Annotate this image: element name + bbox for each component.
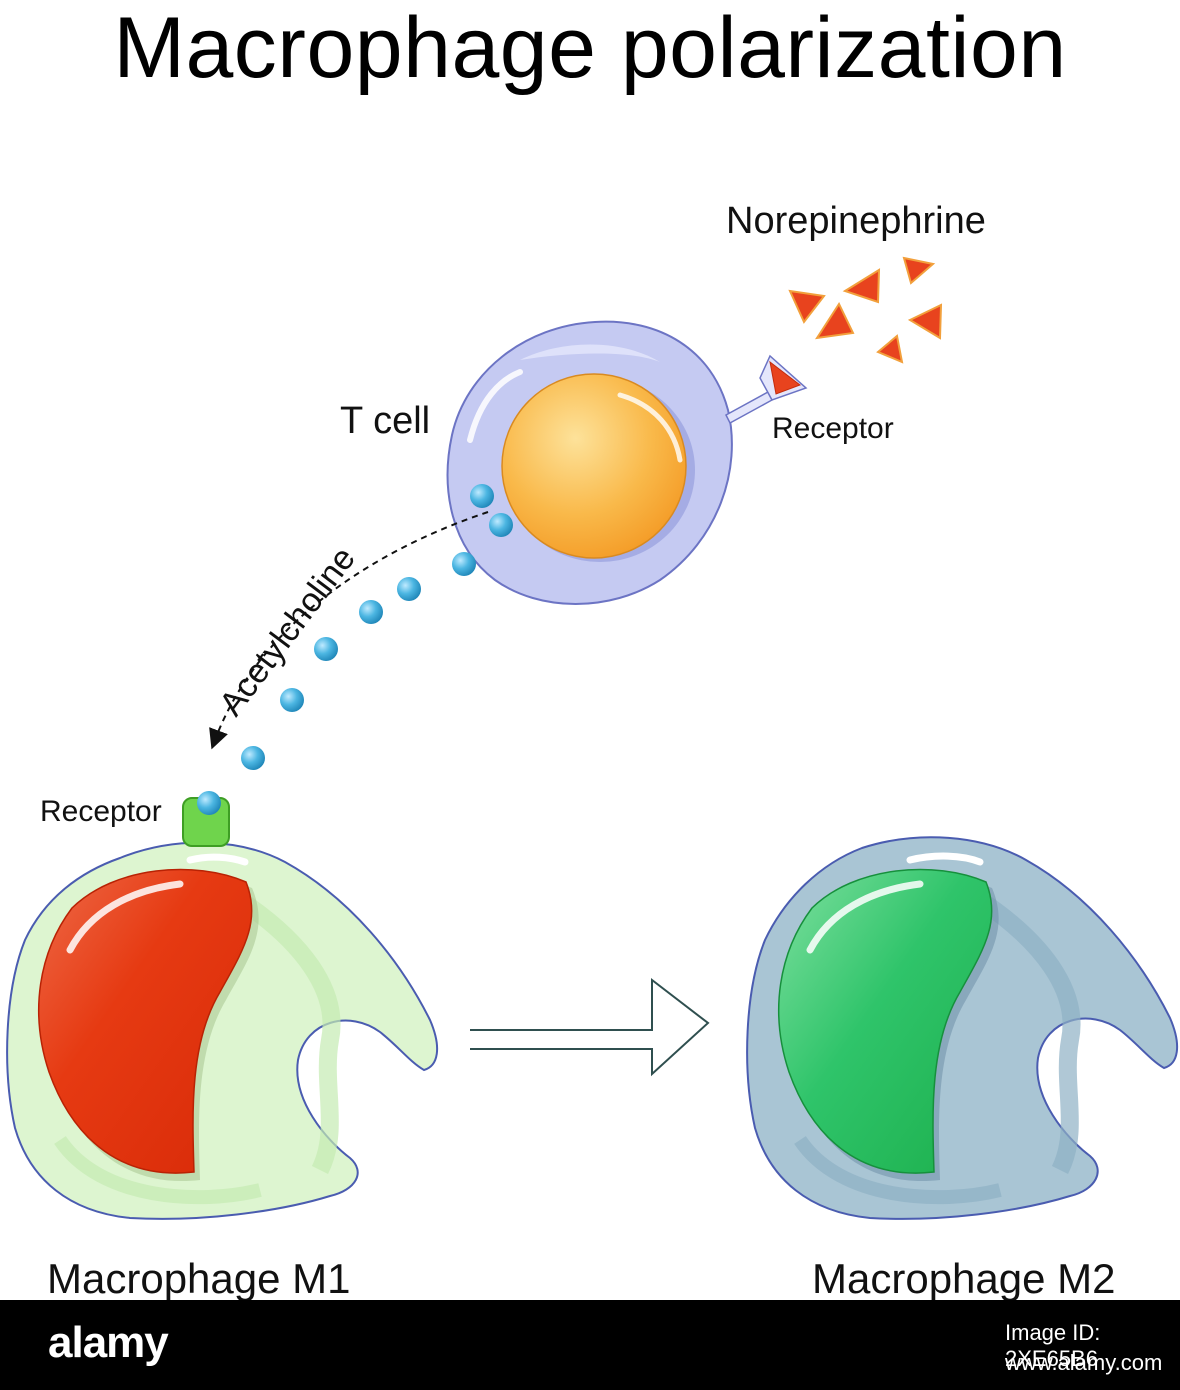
acetylcholine-molecule — [489, 513, 513, 537]
acetylcholine-molecule — [470, 484, 494, 508]
watermark-footer — [0, 1300, 1180, 1390]
norepinephrine-molecule — [876, 334, 904, 364]
t-cell-receptor — [725, 354, 808, 425]
acetylcholine-arrow — [209, 511, 489, 750]
macrophage-m2-label: Macrophage M2 — [812, 1255, 1116, 1302]
macrophage-m2 — [746, 836, 1179, 1220]
alamy-logo: alamy — [48, 1318, 169, 1367]
bound-norepinephrine — [769, 360, 802, 395]
macrophage-m1 — [6, 841, 439, 1220]
polarization-arrow — [470, 977, 710, 1077]
bound-acetylcholine — [197, 791, 221, 815]
t-cell — [446, 320, 733, 605]
acetylcholine-molecule — [397, 577, 421, 601]
macrophage-m1-label: Macrophage M1 — [47, 1255, 351, 1302]
macrophage-polarization-diagram — [6, 256, 1179, 1220]
norepinephrine-molecule — [907, 303, 943, 340]
footer-url-text: www.alamy.com — [1005, 1350, 1163, 1375]
norepinephrine-molecule — [814, 301, 855, 340]
norepinephrine-label: Norepinephrine — [726, 200, 986, 242]
acetylcholine-molecule — [280, 688, 304, 712]
norepinephrine-molecules — [788, 256, 943, 364]
norepinephrine-molecule — [902, 256, 936, 285]
acetylcholine-molecule — [241, 746, 265, 770]
norepinephrine-molecule — [788, 289, 826, 324]
macrophage-receptor-label: Receptor — [40, 795, 162, 828]
acetylcholine-molecules — [241, 484, 513, 770]
m1-nucleus — [37, 868, 253, 1174]
image-id-text: Image ID: 2XE65B6 — [1005, 1320, 1101, 1371]
page-title: Macrophage polarization — [113, 0, 1067, 96]
acetylcholine-molecule — [452, 552, 476, 576]
norepinephrine-molecule — [842, 268, 881, 304]
acetylcholine-molecule — [314, 637, 338, 661]
m1-receptor — [182, 791, 230, 847]
t-cell-label: T cell — [340, 400, 431, 442]
acetylcholine-molecule — [359, 600, 383, 624]
m2-nucleus — [777, 868, 993, 1174]
t-cell-nucleus — [501, 373, 687, 559]
t-cell-receptor-label: Receptor — [772, 412, 894, 445]
